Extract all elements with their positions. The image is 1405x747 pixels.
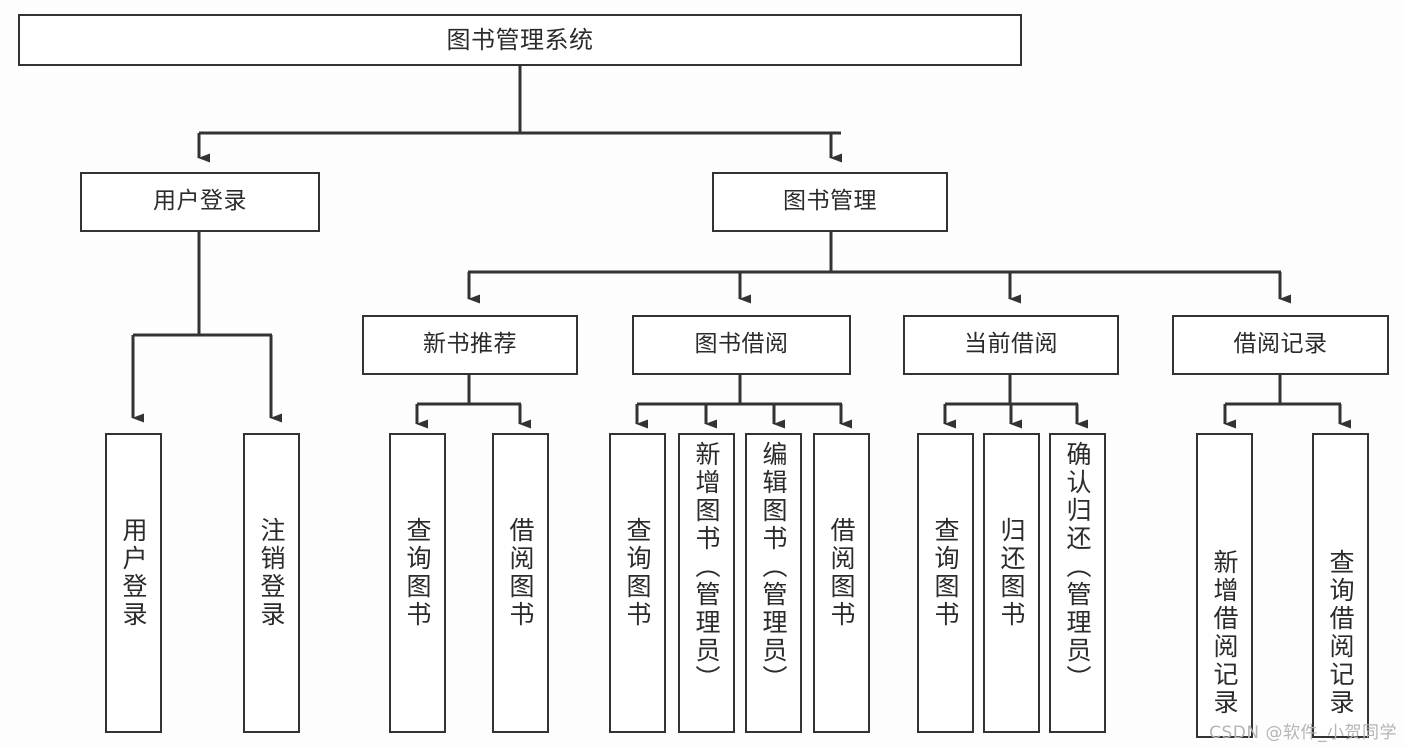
leaf-borrow-edit-book-admin[interactable]: 编辑图书（管理员） [745,433,802,733]
node-root-library-system[interactable]: 图书管理系统 [18,14,1022,66]
node-label: 当前借阅 [964,331,1058,358]
leaf-borrow-lend-book[interactable]: 借阅图书 [813,433,870,733]
leaf-new-book-borrow-book[interactable]: 借阅图书 [492,433,549,733]
node-label: 确认归还（管理员） [1063,441,1092,693]
leaf-user-login-login[interactable]: 用户登录 [105,433,162,733]
leaf-current-return-book[interactable]: 归还图书 [983,433,1040,733]
node-current-borrow[interactable]: 当前借阅 [903,315,1119,375]
node-label: 借阅图书 [827,517,856,629]
node-label: 图书管理系统 [446,25,594,54]
leaf-records-query-record[interactable]: 查询借阅记录 [1312,433,1369,738]
csdn-watermark: CSDN @软件_小贺同学 [1209,723,1397,743]
node-label: 图书借阅 [694,331,789,358]
node-label: 注销登录 [257,517,286,629]
leaf-records-add-record[interactable]: 新增借阅记录 [1196,433,1253,738]
node-label: 新增图书（管理员） [692,441,721,693]
node-label: 查询图书 [403,517,432,629]
node-user-login[interactable]: 用户登录 [80,172,320,232]
node-label: 归还图书 [997,517,1026,629]
leaf-borrow-query-book[interactable]: 查询图书 [609,433,666,733]
node-label: 编辑图书（管理员） [759,441,788,693]
node-label: 借阅记录 [1233,331,1328,358]
node-label: 查询图书 [623,517,652,629]
leaf-user-login-logout[interactable]: 注销登录 [243,433,300,733]
node-label: 新书推荐 [423,331,517,358]
leaf-current-query-book[interactable]: 查询图书 [917,433,974,733]
node-label: 查询借阅记录 [1326,549,1355,717]
node-label: 图书管理 [783,188,877,215]
node-book-management[interactable]: 图书管理 [712,172,948,232]
leaf-borrow-add-book-admin[interactable]: 新增图书（管理员） [678,433,735,733]
node-borrow-records[interactable]: 借阅记录 [1172,315,1389,375]
node-label: 新增借阅记录 [1210,549,1239,717]
leaf-current-confirm-return-admin[interactable]: 确认归还（管理员） [1049,433,1106,733]
node-label: 用户登录 [119,517,148,629]
node-label: 用户登录 [153,188,247,215]
node-label: 借阅图书 [506,517,535,629]
node-book-borrow[interactable]: 图书借阅 [632,315,851,375]
leaf-new-book-query-book[interactable]: 查询图书 [389,433,446,733]
node-new-book-recommend[interactable]: 新书推荐 [362,315,578,375]
node-label: 查询图书 [931,517,960,629]
